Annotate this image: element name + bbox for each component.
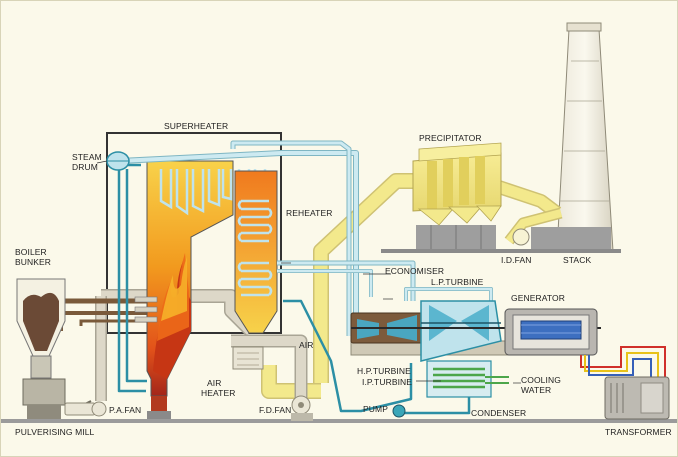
label-boiler: BOILER: [15, 247, 47, 257]
label-economiser: ECONOMISER: [385, 266, 444, 276]
label-drum: DRUM: [72, 162, 98, 172]
label-pulverising-mill: PULVERISING MILL: [15, 427, 95, 437]
boiler-bunker: [16, 278, 66, 379]
leader-lines: [96, 160, 521, 384]
label-hp-turbine: H.P.TURBINE: [357, 366, 411, 376]
label-precipitator: PRECIPITATOR: [419, 133, 482, 143]
condenser: [426, 360, 509, 398]
label-water: WATER: [521, 385, 551, 395]
label-cooling: COOLING: [521, 375, 561, 385]
furnace: [134, 160, 234, 419]
lp-turbine: [420, 300, 502, 362]
reheater: [234, 170, 278, 334]
stack: [556, 22, 614, 252]
label-stack: STACK: [563, 255, 591, 265]
label-lp-turbine: L.P.TURBINE: [431, 277, 484, 287]
label-fd-fan: F.D.FAN: [259, 405, 291, 415]
pa-fan-icon: [64, 401, 107, 417]
label-ip-turbine: I.P.TURBINE: [362, 377, 412, 387]
steam-drum: [106, 151, 130, 171]
air-heater: [232, 346, 264, 370]
label-air-heater-top: AIR: [207, 378, 221, 388]
id-fan-icon: [512, 228, 530, 246]
label-bunker: BUNKER: [15, 257, 51, 267]
label-transformer: TRANSFORMER: [605, 427, 672, 437]
precipitator: [412, 142, 502, 226]
precipitator-structure: [381, 225, 621, 253]
label-id-fan: I.D.FAN: [501, 255, 531, 265]
label-reheater: REHEATER: [286, 208, 332, 218]
ground-line: [1, 419, 677, 423]
label-condenser: CONDENSER: [471, 408, 526, 418]
label-pump: PUMP: [363, 404, 388, 414]
pulverising-mill: [22, 378, 92, 419]
power-wires: [580, 346, 666, 377]
water-pipes: [117, 163, 471, 415]
label-air-intake: AIR: [299, 340, 313, 350]
label-air-heater-bottom: HEATER: [201, 388, 235, 398]
pump-icon: [392, 404, 406, 418]
boiler-casing: [106, 132, 282, 334]
label-pa-fan: P.A.FAN: [109, 405, 141, 415]
fd-fan-icon: [291, 395, 313, 421]
label-generator: GENERATOR: [511, 293, 565, 303]
generator: [504, 308, 598, 356]
label-superheater: SUPERHEATER: [164, 121, 228, 131]
flue-gas-duct: [261, 173, 563, 399]
label-steam: STEAM: [72, 152, 102, 162]
transformer: [604, 376, 670, 420]
